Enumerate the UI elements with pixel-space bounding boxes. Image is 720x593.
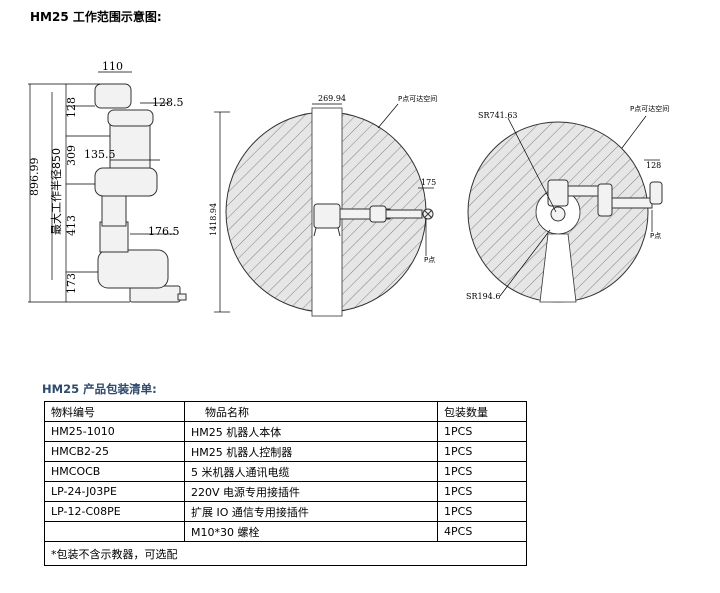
cell-code: HM25-1010 [44,421,185,442]
right-label-2: P点 [650,232,661,240]
package-table: 物料编号 物品名称 包装数量 HM25-1010 HM25 机器人本体 1PCS… [44,401,527,566]
side-dim-9: 173 [65,273,78,294]
right-view-robot [547,179,663,222]
cell-code: HMCOCB [44,461,185,482]
table-row: LP-12-C08PE 扩展 IO 通信专用接插件 1PCS [44,501,527,522]
cell-qty: 1PCS [437,501,527,522]
cell-code: LP-24-J03PE [44,481,185,502]
side-dim-3: 135.5 [84,148,116,161]
right-dim-1: SR741.63 [478,111,518,120]
cell-code: LP-12-C08PE [44,501,185,522]
right-dim-2: SR194.6 [466,292,500,301]
cell-name: M10*30 螺栓 [184,521,438,542]
cell-code: HMCB2-25 [44,441,185,462]
table-row: M10*30 螺栓 4PCS [44,521,527,542]
side-dim-1: 110 [102,60,123,73]
workspace-drawing: 110 128.5 135.5 176.5 896.99 128 309 413… [28,60,669,317]
top-dim-2: 1418.94 [209,203,218,236]
cell-name: 5 米机器人通讯电缆 [184,461,438,482]
side-dim-4: 176.5 [148,225,180,238]
side-dim-2: 128.5 [152,96,184,109]
table-row: HMCB2-25 HM25 机器人控制器 1PCS [44,441,527,462]
header-qty: 包装数量 [437,401,527,422]
cell-qty: 1PCS [437,461,527,482]
cell-qty: 1PCS [437,421,527,442]
cell-name: HM25 机器人控制器 [184,441,438,462]
side-dim-5: 896.99 [28,158,41,197]
right-dim-3: 128 [646,161,661,170]
side-view-robot [94,83,187,303]
header-name: 物品名称 [184,401,438,422]
top-label-2: P点 [424,256,435,264]
table-row: HM25-1010 HM25 机器人本体 1PCS [44,421,527,442]
top-dim-1: 269.94 [318,94,346,103]
cell-qty: 1PCS [437,481,527,502]
side-dim-7: 309 [65,145,78,166]
cell-qty: 4PCS [437,521,527,542]
top-label-1: P点可达空间 [398,94,437,103]
table-note-row: *包装不含示教器，可选配 [44,541,527,566]
header-code: 物料编号 [44,401,185,422]
table-row: HMCOCB 5 米机器人通讯电缆 1PCS [44,461,527,482]
top-view-robot [313,203,434,237]
cell-qty: 1PCS [437,441,527,462]
side-dim-6: 128 [65,97,78,118]
cell-name: 220V 电源专用接插件 [184,481,438,502]
cell-code [44,521,185,542]
top-dim-3: 175 [421,178,436,187]
max-radius-label: 最大工作半径850 [49,148,63,235]
side-dim-8: 413 [65,215,78,236]
package-title: HM25 产品包装清单: [42,382,157,396]
table-row: LP-24-J03PE 220V 电源专用接插件 1PCS [44,481,527,502]
cell-name: 扩展 IO 通信专用接插件 [184,501,438,522]
package-note: *包装不含示教器，可选配 [44,541,527,566]
right-label-1: P点可达空间 [630,104,669,113]
cell-name: HM25 机器人本体 [184,421,438,442]
table-header-row: 物料编号 物品名称 包装数量 [44,401,527,422]
page-title: HM25 工作范围示意图: [30,10,162,24]
